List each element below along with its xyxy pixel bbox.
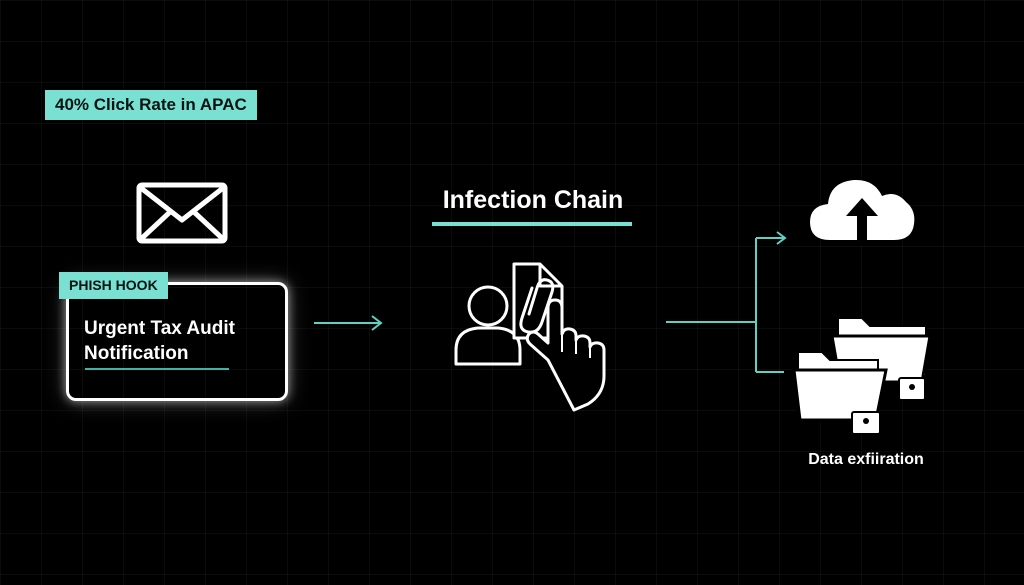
click-rate-badge: 40% Click Rate in APAC [45, 90, 257, 120]
pointing-hand-icon [525, 298, 606, 412]
envelope-icon [136, 182, 228, 244]
phish-hook-title-line-2: Notification [84, 343, 189, 364]
folder-front [792, 351, 888, 422]
branch-arrows [666, 231, 787, 373]
flow-arrow [314, 315, 383, 331]
lock-icon [851, 396, 881, 434]
phish-hook-underline [85, 368, 229, 370]
phish-hook-title: Urgent Tax Audit Notification [84, 316, 284, 366]
phish-hook-title-line-1: Urgent Tax Audit [84, 318, 235, 339]
infection-chain-underline [432, 222, 632, 226]
cloud-upload-icon [810, 179, 915, 246]
phish-hook-card [66, 282, 288, 401]
locked-folder-icon [792, 317, 932, 434]
data-exfiltration-label: Data exfiiration [808, 451, 924, 468]
lock-icon [898, 362, 926, 401]
phish-hook-tag: PHISH HOOK [59, 272, 168, 299]
user-icon [454, 285, 522, 366]
infection-chain-illustration [454, 262, 606, 412]
infection-chain-title: Infection Chain [442, 186, 624, 214]
